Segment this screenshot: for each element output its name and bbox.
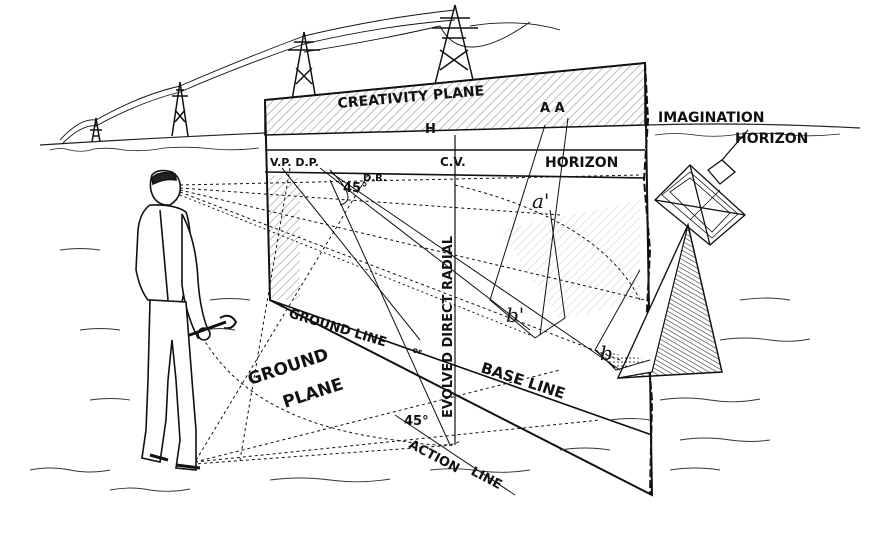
cv-label: C.V. — [440, 155, 466, 169]
power-lines — [59, 9, 561, 145]
pyramid-object — [595, 129, 749, 379]
kite-icon — [654, 129, 749, 246]
man-figure-icon — [135, 169, 238, 471]
aa-label: A A — [540, 101, 565, 116]
action-label: ACTION — [406, 437, 462, 476]
b-label: b — [600, 341, 613, 365]
pylon-icon-far — [90, 117, 102, 143]
horizon-right-label: HORIZON — [735, 131, 808, 147]
or-label: or — [411, 345, 423, 356]
construction-lines — [179, 117, 646, 496]
h-label: H — [425, 122, 436, 137]
evolved-direct-radial-label: EVOLVED DIRECT RADIAL — [441, 236, 456, 418]
imagination-label: IMAGINATION — [658, 110, 765, 126]
angle-bottom-label: 45° — [404, 414, 429, 429]
plane-label: PLANE — [280, 374, 345, 412]
line-label: LINE — [468, 464, 504, 493]
pylon-icon-front — [432, 4, 478, 85]
angle-top-label: 45° — [343, 181, 368, 196]
vp-dp-label: V.P. D.P. — [270, 156, 319, 169]
pylons — [59, 4, 561, 145]
b-prime-label: b' — [506, 303, 524, 327]
a-prime-label: a' — [532, 189, 549, 213]
landscape — [39, 123, 861, 152]
pylon-icon-near — [288, 31, 320, 101]
ground-texture — [29, 248, 811, 492]
creativity-plane — [263, 61, 654, 497]
dr-label: D.R. — [363, 173, 387, 184]
pylon-icon-mid — [171, 81, 189, 137]
horizon-plane-label: HORIZON — [545, 155, 618, 171]
